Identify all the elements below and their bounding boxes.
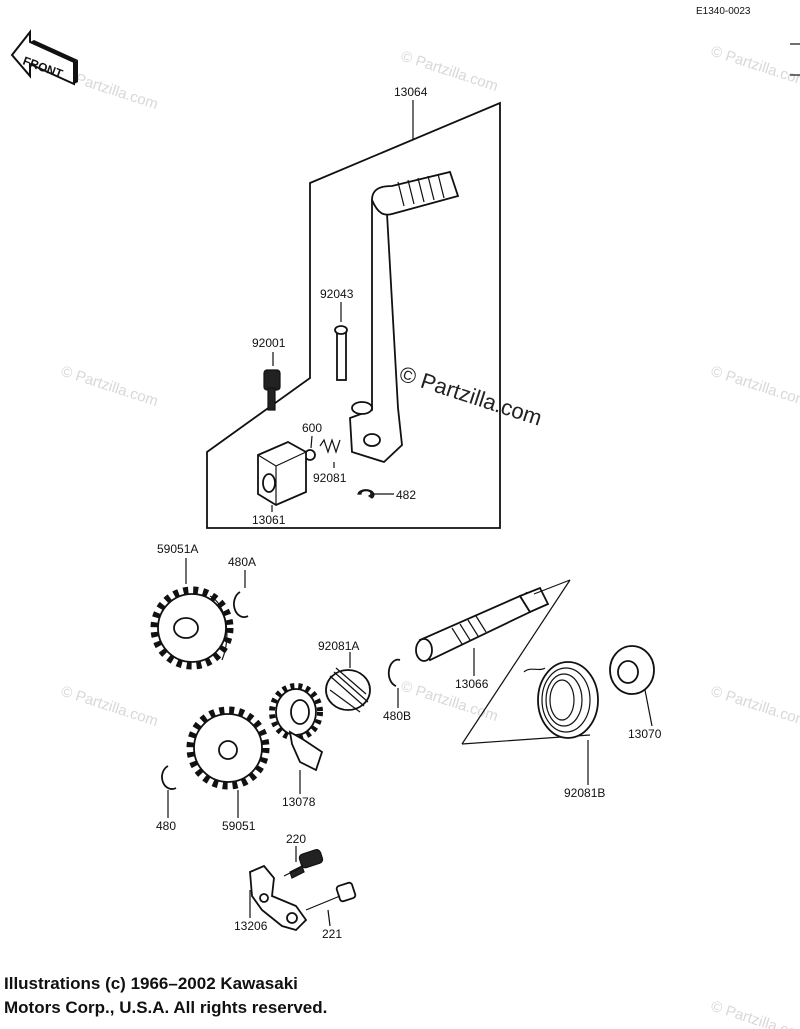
watermark-text: © Partzilla.com bbox=[709, 683, 800, 730]
part-label: 480A bbox=[228, 555, 256, 569]
bolt-221 bbox=[305, 881, 357, 911]
circlip-480a bbox=[233, 591, 249, 618]
copyright-line-1: Illustrations (c) 1966–2002 Kawasaki bbox=[4, 974, 298, 993]
part-label: 92043 bbox=[320, 287, 354, 301]
part-label: 220 bbox=[286, 832, 306, 846]
part-label: 92001 bbox=[252, 336, 286, 350]
reference-code: E1340-0023 bbox=[696, 6, 751, 17]
copyright-line-2: Motors Corp., U.S.A. All rights reserved… bbox=[4, 998, 328, 1017]
part-label: 59051A bbox=[157, 542, 198, 556]
kick-shaft bbox=[415, 586, 550, 662]
copyright-notice: Illustrations (c) 1966–2002 Kawasaki Mot… bbox=[4, 972, 524, 1020]
part-label: 480 bbox=[156, 819, 176, 833]
part-label: 482 bbox=[396, 488, 416, 502]
kick-pedal-assembly-outline bbox=[206, 101, 501, 529]
watermark-text: © Partzilla.com bbox=[59, 363, 160, 410]
part-label: 13061 bbox=[252, 513, 286, 527]
part-label: 13078 bbox=[282, 795, 316, 809]
kick-idle-gear bbox=[186, 706, 270, 790]
kick-spring bbox=[523, 661, 599, 739]
circlip-480 bbox=[161, 765, 177, 790]
pivot-pin bbox=[334, 325, 348, 381]
kick-idle-gear-a bbox=[150, 586, 234, 670]
part-label: 221 bbox=[322, 927, 342, 941]
kick-pedal-lever bbox=[349, 170, 460, 464]
part-label: 92081A bbox=[318, 639, 359, 653]
part-label: 13070 bbox=[628, 727, 662, 741]
part-label: 600 bbox=[302, 421, 322, 435]
part-label: 92081B bbox=[564, 786, 605, 800]
bolt-220 bbox=[283, 849, 324, 879]
watermark-main: © Partzilla.com bbox=[396, 361, 545, 431]
ratchet-spring bbox=[325, 667, 371, 713]
bolt bbox=[263, 369, 281, 411]
part-label: 92081 bbox=[313, 471, 347, 485]
lever-holder bbox=[257, 440, 307, 507]
part-label: 59051 bbox=[222, 819, 256, 833]
part-label: 13066 bbox=[455, 677, 489, 691]
kick-ratchet bbox=[269, 683, 324, 772]
leader-line bbox=[327, 909, 331, 927]
leader-line bbox=[644, 689, 653, 727]
part-label: 13206 bbox=[234, 919, 268, 933]
watermark-text: © Partzilla.com bbox=[709, 363, 800, 410]
watermark-text: © Partzilla.com bbox=[59, 683, 160, 730]
part-label: 480B bbox=[383, 709, 411, 723]
collar bbox=[609, 645, 655, 695]
kick-guide bbox=[249, 864, 308, 932]
front-arrow-icon: FRONT bbox=[10, 29, 78, 86]
part-label: 13064 bbox=[394, 85, 428, 99]
detent-spring bbox=[319, 438, 341, 454]
circlip-480b bbox=[387, 658, 401, 687]
leader-line bbox=[310, 435, 313, 449]
watermark-text: © Partzilla.com bbox=[709, 998, 800, 1029]
circlip bbox=[357, 489, 375, 499]
watermark-text: © Partzilla.com bbox=[709, 43, 800, 90]
